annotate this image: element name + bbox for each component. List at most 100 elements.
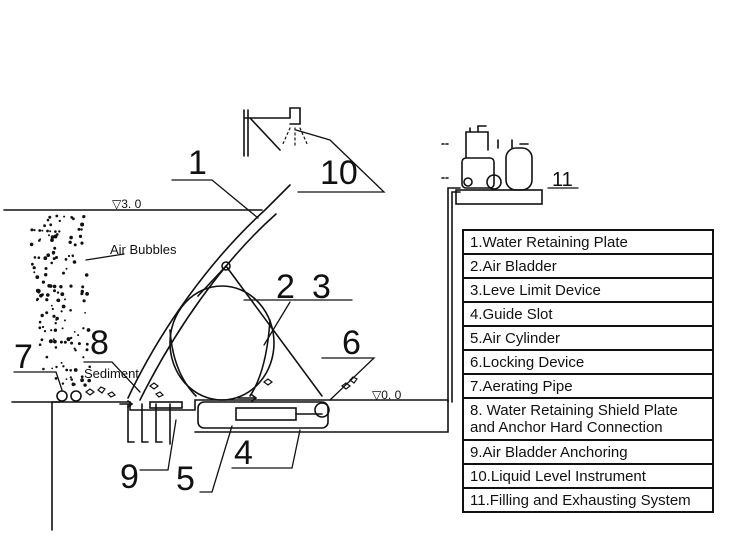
bubble-dot [54,322,57,325]
bubble-dot [43,330,47,333]
bubble-dot [55,318,58,321]
bubble-dot [84,312,86,314]
bubble-dot [80,222,85,227]
guide-slot [197,401,329,429]
bubble-dot [33,256,37,259]
flow-arrow-2 [119,400,134,408]
bubble-dot [35,275,40,279]
callout-11: 11 [552,169,573,191]
bubble-dot [80,228,83,231]
upstream-ground [11,401,61,531]
callout-10: 10 [320,154,358,192]
bubble-dot [63,215,66,218]
bubble-dot [41,229,44,232]
bubble-dot [70,341,74,345]
legend-item: 5.Air Cylinder [464,327,712,351]
bubble-dot [61,382,65,385]
air-bladder-fold [169,319,271,397]
air-bubbles [29,214,91,387]
bubble-dot [73,347,76,350]
bubble-dot [45,355,49,359]
bubble-dot [55,214,59,218]
bubble-dot [48,284,53,288]
downstream-level-mark: ▽0. 0 [372,388,402,402]
bubble-dot [29,242,34,247]
bubble-dot [48,339,53,344]
bubble-dot [82,327,85,330]
bubble-dot [37,256,41,260]
legend-item: 7.Aerating Pipe [464,375,712,399]
bubble-dot [86,328,91,332]
bubble-dot [77,227,81,231]
bubble-dot [47,253,50,257]
bubble-dot [71,254,74,257]
bubble-dot [41,293,44,297]
bubble-dot [52,314,56,318]
bubble-dot [63,319,66,322]
bubble-dot [55,365,58,369]
callout-4: 4 [234,434,253,472]
bubble-dot [85,348,89,352]
bubble-dot [54,346,58,349]
bubble-dot [69,376,72,379]
bubble-dot [44,273,48,277]
bubble-dot [65,267,68,270]
bubble-dot [80,375,84,379]
legend-item: 8. Water Retaining Shield Plate and Anch… [464,399,712,441]
anchor-bolts [127,403,171,445]
bubble-dot [40,338,44,342]
bubble-dot [82,215,86,219]
bubble-dot [38,343,42,347]
bubble-dot [58,230,61,233]
foundation-bed [51,399,449,411]
bubble-dot [60,292,65,297]
bubble-dot [88,365,91,369]
downstream-ground [194,399,449,433]
bubble-dot [82,299,86,303]
bubble-dot [45,311,49,315]
bubble-dot [48,234,50,237]
limit-hinge [221,261,231,271]
bubble-dot [69,235,73,240]
air-cylinder [235,407,297,421]
bubble-dot [69,284,73,288]
bubble-dot [58,219,61,223]
legend-item: 1.Water Retaining Plate [464,231,712,255]
callout-5: 5 [176,460,195,498]
bubble-dot [83,383,87,387]
bubble-dot [52,253,55,255]
bubble-dot [80,378,84,383]
legend-item: 6.Locking Device [464,351,712,375]
legend-item: 10.Liquid Level Instrument [464,465,712,489]
callout-3: 3 [312,268,331,306]
bubble-dot [42,367,45,371]
bubble-dot [46,229,49,233]
bubble-dot [77,342,81,346]
bubble-dot [50,304,53,307]
bubble-dot [51,307,54,311]
aerating-pipe [56,390,68,402]
bubble-dot [67,254,71,258]
bubble-dot [53,328,58,332]
bubble-dot [62,271,65,275]
bubble-dot [43,256,48,261]
bubble-dot [69,309,72,312]
air-supply-pipe [447,187,461,403]
legend-item: 9.Air Bladder Anchoring [464,441,712,465]
bubble-dot [36,297,39,301]
legend-item: 4.Guide Slot [464,303,712,327]
bubble-dot [46,218,50,222]
callout-6: 6 [342,324,361,362]
bubble-dot [53,339,57,344]
bubble-dot [52,257,56,261]
bubble-dot [43,224,46,228]
bubble-dot [69,369,72,372]
bubble-dot [53,246,57,250]
bubble-dot [56,291,60,294]
sediment-pebbles [85,376,358,398]
callout-1: 1 [188,144,207,182]
bubble-dot [52,284,57,289]
callout-8: 8 [90,324,109,362]
bubble-dot [54,230,57,233]
bubble-dot [49,230,52,233]
